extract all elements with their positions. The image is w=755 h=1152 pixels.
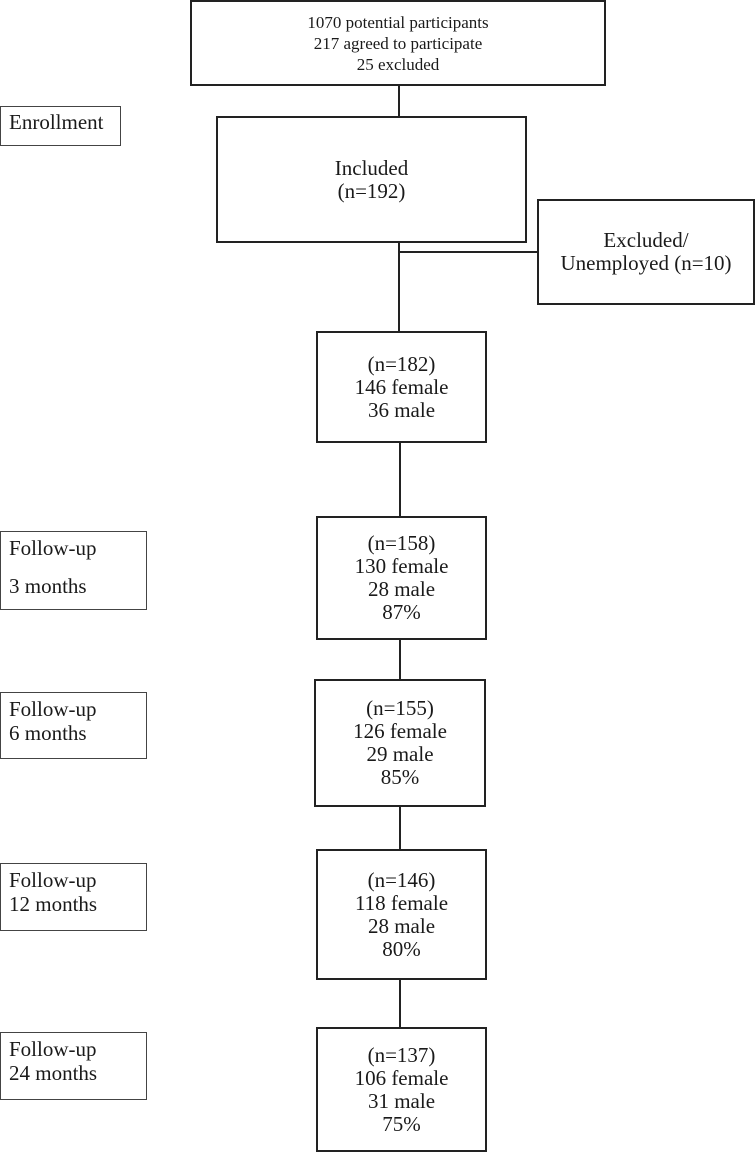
fu12-line-2: 118 female [354, 890, 449, 915]
excluded-line-2: Unemployed (n=10) [560, 251, 732, 275]
connector-fu6-to-fu12 [399, 806, 401, 851]
included-line-2: (n=192) [337, 178, 406, 203]
followup-label-3-months: Follow-up 3 months [0, 531, 147, 610]
baseline-line-1: (n=182) [367, 351, 436, 376]
followup-box-24-months: (n=137) 106 female 31 male 75% [316, 1027, 487, 1152]
baseline-box: (n=182) 146 female 36 male [316, 331, 487, 443]
fu3-line-4: 87% [382, 600, 421, 624]
fu3-line-1: (n=158) [367, 531, 436, 555]
top-line-1: 1070 potential participants [307, 12, 489, 32]
fu6-line-1: (n=155) [366, 696, 434, 720]
fu24-line-4: 75% [382, 1111, 421, 1136]
excluded-line-1: Excluded/ [603, 228, 689, 252]
fu3-line-2: 130 female [354, 554, 449, 578]
followup-label-6-months: Follow-up 6 months [0, 692, 147, 759]
top-line-3: 25 excluded [356, 54, 440, 74]
fu6-line-3: 29 male [366, 742, 434, 766]
followup-box-6-months: (n=155) 126 female 29 male 85% [314, 679, 486, 807]
potential-participants-box: 1070 potential participants 217 agreed t… [190, 0, 606, 86]
connector-top-to-included [398, 85, 400, 118]
followup-box-12-months: (n=146) 118 female 28 male 80% [316, 849, 487, 980]
connector-included-to-baseline [398, 242, 400, 333]
enrollment-label: Enrollment [0, 106, 121, 146]
fu24-line-2: 106 female [354, 1065, 449, 1090]
included-box: Included (n=192) [216, 116, 527, 243]
followup-box-3-months: (n=158) 130 female 28 male 87% [316, 516, 487, 640]
fu12-line-4: 80% [382, 936, 421, 961]
included-line-1: Included [334, 155, 409, 180]
followup-label-24-months: Follow-up 24 months [0, 1032, 147, 1100]
excluded-box: Excluded/ Unemployed (n=10) [537, 199, 755, 305]
fu12-line-3: 28 male [367, 913, 436, 938]
fu6-line-4: 85% [380, 765, 420, 789]
connector-to-excluded [399, 251, 538, 253]
fu24-line-1: (n=137) [367, 1042, 436, 1067]
baseline-line-2: 146 female [354, 374, 449, 399]
connector-baseline-to-fu3 [399, 441, 401, 517]
fu24-line-3: 31 male [367, 1088, 436, 1113]
connector-fu3-to-fu6 [399, 638, 401, 680]
fu12-line-1: (n=146) [367, 867, 436, 892]
baseline-line-3: 36 male [367, 397, 436, 422]
fu3-line-3: 28 male [367, 577, 436, 601]
connector-fu12-to-fu24 [399, 978, 401, 1028]
fu6-line-2: 126 female [353, 719, 447, 743]
followup-label-12-months: Follow-up 12 months [0, 863, 147, 931]
top-line-2: 217 agreed to participate [313, 33, 483, 53]
